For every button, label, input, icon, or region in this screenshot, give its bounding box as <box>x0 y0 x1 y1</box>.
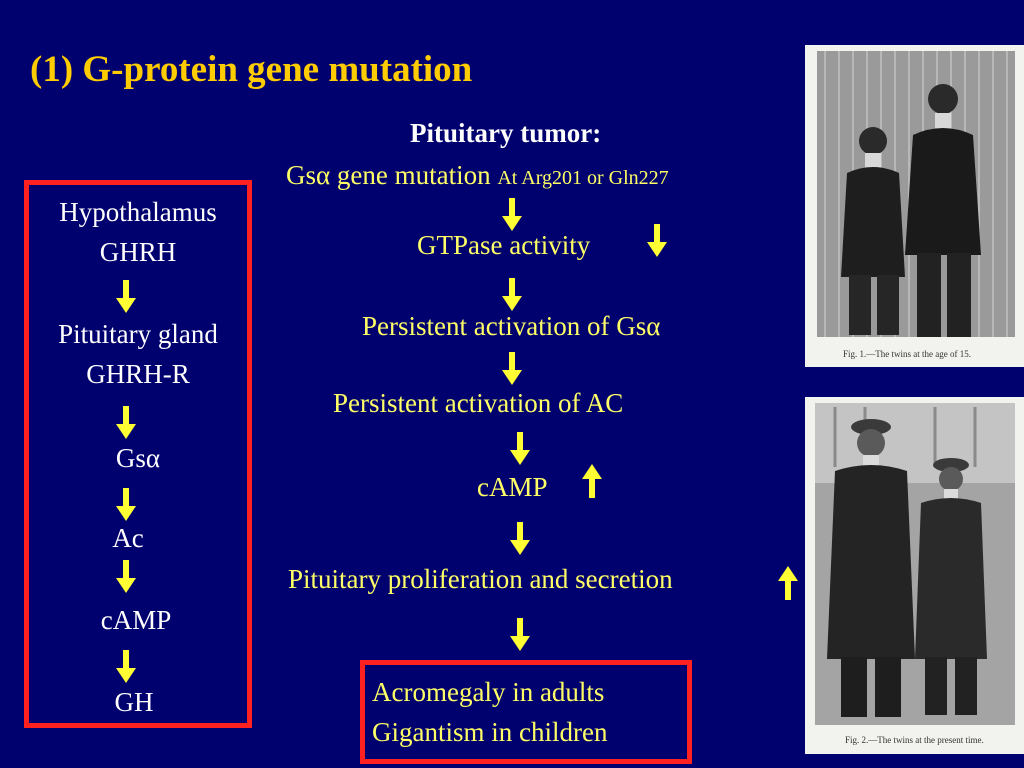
result-text: Acromegaly in adults Gigantism in childr… <box>372 672 607 752</box>
left-step-camp: cAMP <box>100 605 172 635</box>
increase-arrow-icon <box>778 566 798 600</box>
down-arrow-icon <box>502 198 522 231</box>
gtpase-text: GTPase activity <box>417 230 591 260</box>
left-step-sublabel: GHRH <box>99 237 177 267</box>
decrease-arrow-icon <box>647 224 667 257</box>
left-step-pituitary: Pituitary gland GHRH-R <box>24 314 252 394</box>
proliferation-text: Pituitary proliferation and secretion <box>288 564 673 594</box>
mutation-line: Gsα gene mutation At Arg201 or Gln227 <box>286 160 669 191</box>
top-photo-caption: Fig. 1.—The twins at the age of 15. <box>843 349 971 359</box>
left-pathway-box <box>24 180 252 728</box>
down-arrow-icon <box>116 280 136 313</box>
increase-arrow-icon <box>582 464 602 498</box>
left-step-hypothalamus: Hypothalamus GHRH <box>24 192 252 272</box>
mutation-main: Gsα gene mutation <box>286 160 491 190</box>
result-children: Gigantism in children <box>372 717 608 747</box>
down-arrow-icon <box>510 618 530 651</box>
twins-photo-adult: Fig. 2.—The twins at the present time. <box>805 397 1024 754</box>
result-adults: Acromegaly in adults <box>372 677 605 707</box>
center-heading: Pituitary tumor: <box>410 118 602 148</box>
down-arrow-icon <box>116 650 136 683</box>
slide-title: (1) G-protein gene mutation <box>30 49 473 90</box>
twins-photo-young: Fig. 1.—The twins at the age of 15. <box>805 45 1024 367</box>
result-box <box>360 660 692 764</box>
mutation-site: At Arg201 or Gln227 <box>497 167 669 189</box>
down-arrow-icon <box>510 432 530 465</box>
left-step-ac: Ac <box>112 523 144 553</box>
down-arrow-icon <box>116 488 136 521</box>
left-step-sublabel: GHRH-R <box>86 359 190 389</box>
down-arrow-icon <box>510 522 530 555</box>
down-arrow-icon <box>116 560 136 593</box>
left-step-label: Pituitary gland <box>58 319 218 349</box>
left-step-label: Hypothalamus <box>59 197 217 227</box>
down-arrow-icon <box>502 352 522 385</box>
twins-young-image <box>817 51 1015 337</box>
persistent-ac-text: Persistent activation of AC <box>333 388 624 418</box>
bottom-photo-caption: Fig. 2.—The twins at the present time. <box>845 735 984 745</box>
down-arrow-icon <box>502 278 522 311</box>
down-arrow-icon <box>116 406 136 439</box>
camp-text: cAMP <box>477 472 548 502</box>
left-step-gh: GH <box>114 687 154 717</box>
persistent-gsa-text: Persistent activation of Gsα <box>362 311 661 341</box>
twins-adult-image <box>815 403 1015 725</box>
left-step-gsa: Gsα <box>115 443 161 473</box>
